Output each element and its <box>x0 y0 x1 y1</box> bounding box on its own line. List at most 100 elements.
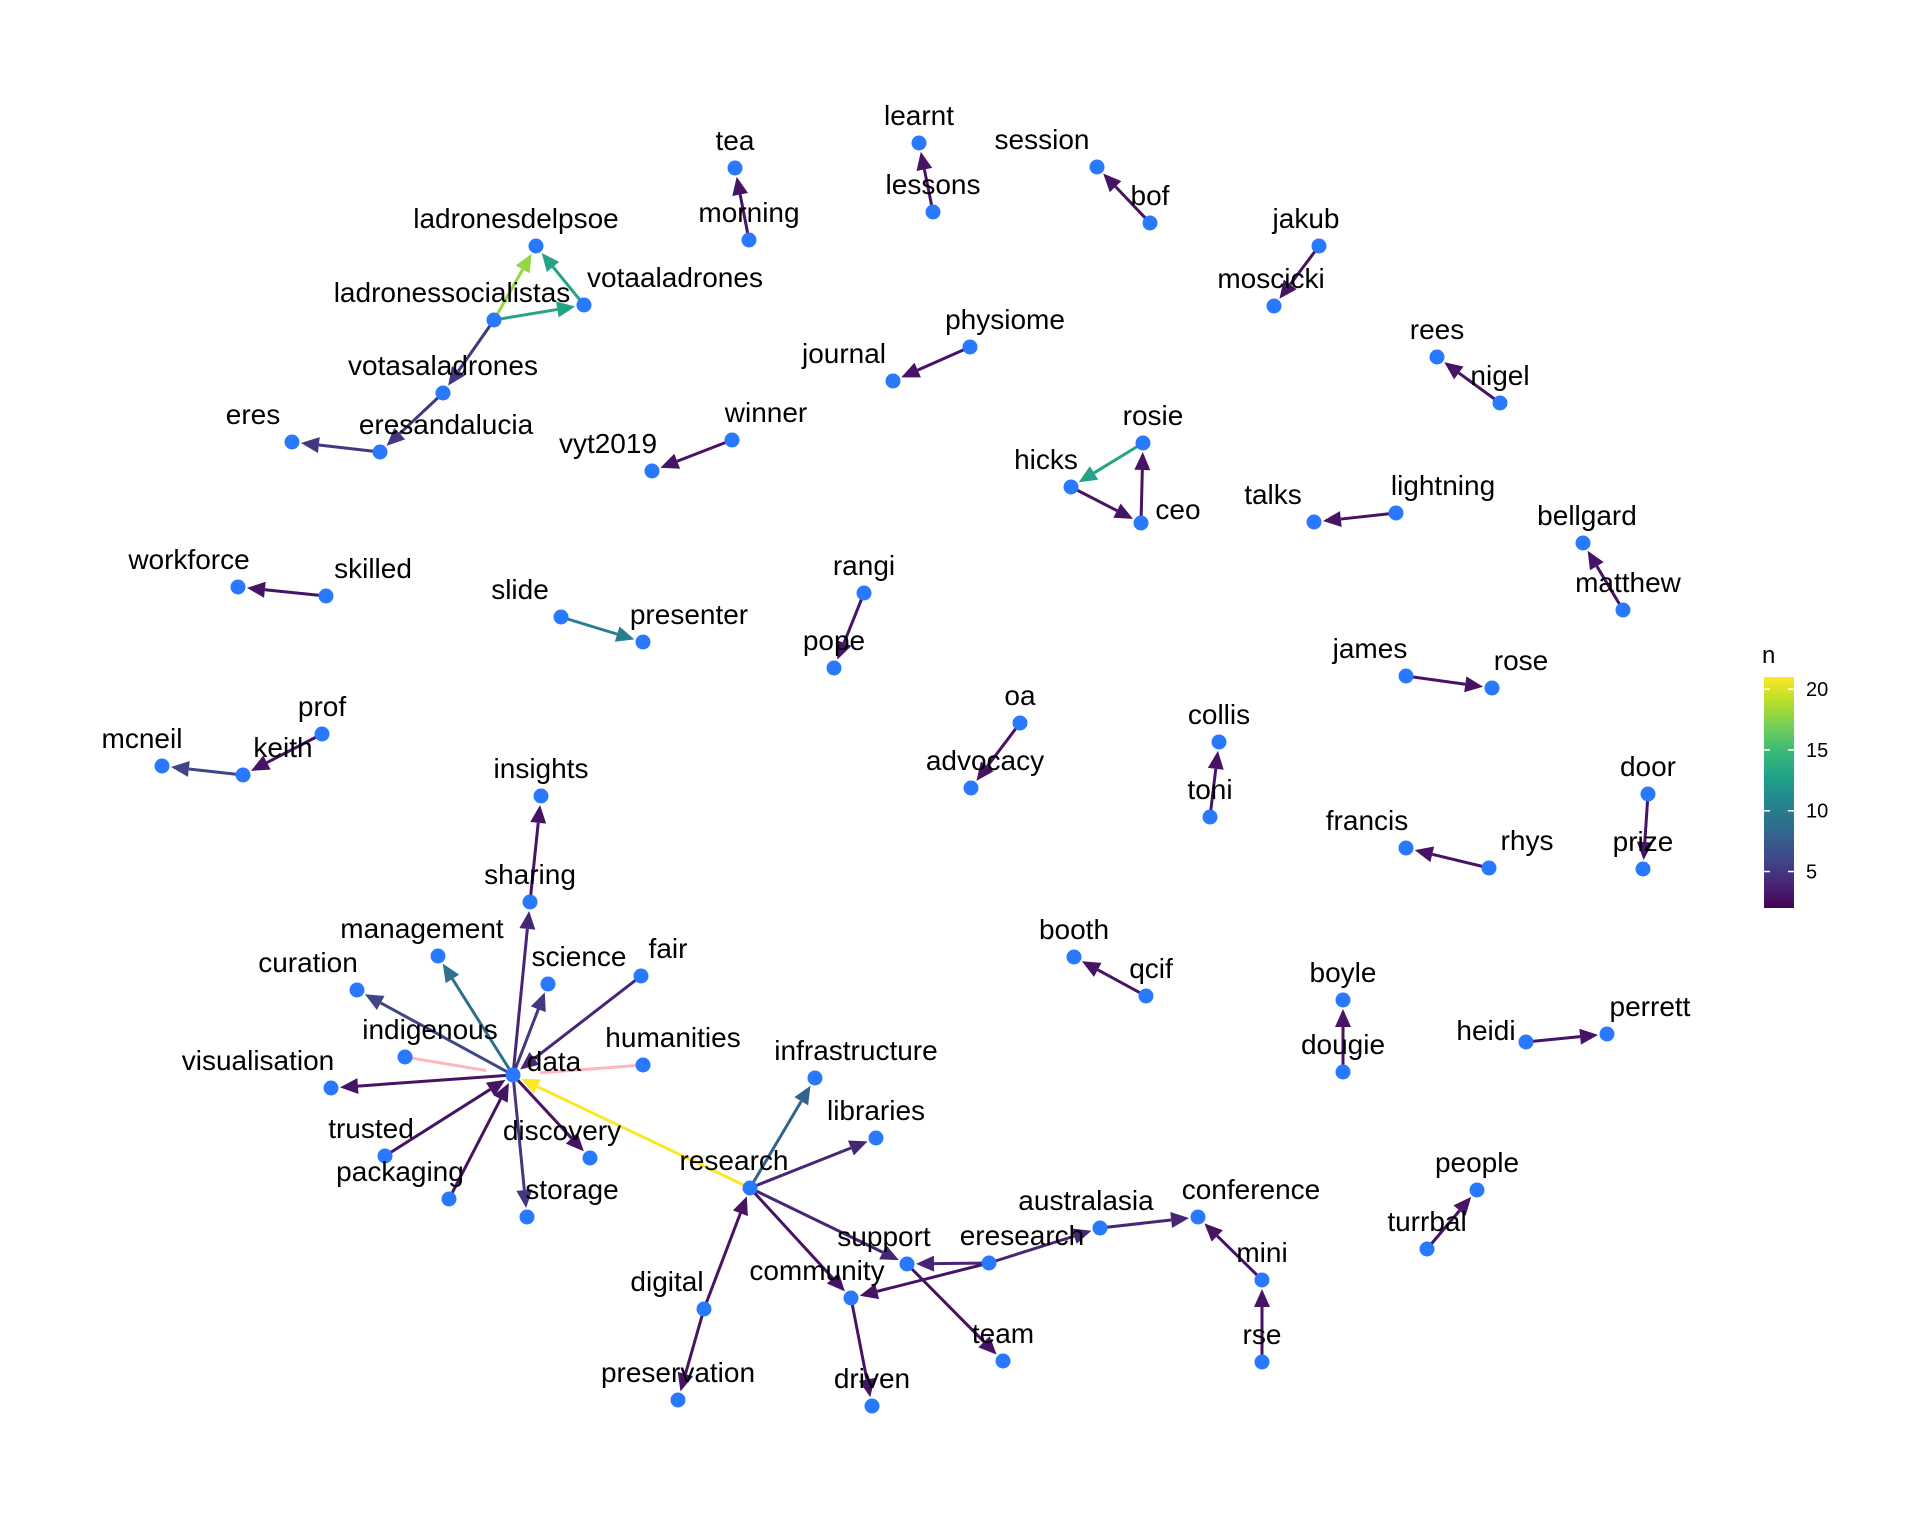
edge-eresandalucia-eres <box>300 437 381 454</box>
edge-arrowhead <box>519 910 536 930</box>
legend-colorbar <box>1764 677 1794 908</box>
edge-ladronessocialistas-ladronesdelpsoe <box>492 253 532 321</box>
edge-arrowhead <box>246 581 266 598</box>
node-label-votasaladrones: votasaladrones <box>348 350 538 381</box>
edge-line <box>536 1085 751 1190</box>
node-label-conference: conference <box>1182 1174 1321 1205</box>
edge-line <box>404 1055 487 1073</box>
node-winner <box>724 432 740 448</box>
node-label-winner: winner <box>724 397 807 428</box>
edge-line <box>849 1297 869 1380</box>
node-turrbal <box>1419 1241 1435 1257</box>
node-label-oa: oa <box>1004 680 1036 711</box>
node-label-door: door <box>1620 751 1676 782</box>
node-label-science: science <box>532 941 627 972</box>
edge-line <box>738 194 751 241</box>
edge-arrowhead <box>250 755 271 771</box>
edge-line <box>1097 968 1147 998</box>
edge-arrowhead <box>1579 1028 1599 1045</box>
edge-arrowhead <box>1636 841 1653 861</box>
node-label-journal: journal <box>801 338 886 369</box>
edge-jakub-moscicki <box>1279 245 1321 299</box>
node-label-prize: prize <box>1613 826 1674 857</box>
edge-arrowhead <box>1464 676 1484 693</box>
edge-trusted-data <box>384 1079 506 1158</box>
node-layer <box>154 135 1656 1414</box>
node-label-rees: rees <box>1410 314 1464 345</box>
edge-arrowhead <box>448 366 466 386</box>
edge-arrowhead <box>826 1272 845 1292</box>
node-trusted <box>377 1148 393 1164</box>
edge-line <box>702 1212 742 1310</box>
node-label-visualisation: visualisation <box>182 1045 335 1076</box>
node-physiome <box>962 339 978 355</box>
node-label-eresearch: eresearch <box>960 1220 1085 1251</box>
edge-line <box>1405 674 1466 686</box>
edge-rosie-hicks <box>1078 441 1144 483</box>
edge-arrowhead <box>493 1082 509 1103</box>
node-label-mcneil: mcneil <box>102 723 183 754</box>
node-label-perrett: perrett <box>1610 991 1691 1022</box>
edge-research-support <box>749 1186 899 1261</box>
node-label-lightning: lightning <box>1391 470 1495 501</box>
edge-arrowhead <box>1113 503 1133 519</box>
node-label-presenter: presenter <box>630 599 748 630</box>
edge-line <box>511 1008 540 1076</box>
edge-arrowhead <box>386 427 406 446</box>
edge-arrowhead <box>1078 466 1099 483</box>
edge-toni-collis <box>1207 750 1224 818</box>
edge-data-science <box>511 992 546 1076</box>
edge-rhys-francis <box>1414 846 1490 870</box>
node-label-people: people <box>1435 1147 1519 1178</box>
node-label-rse: rse <box>1243 1319 1282 1350</box>
legend-tick-label: 5 <box>1806 862 1817 884</box>
edge-line <box>493 307 558 322</box>
node-label-nigel: nigel <box>1470 360 1529 391</box>
node-label-francis: francis <box>1326 805 1408 836</box>
node-label-toni: toni <box>1187 774 1232 805</box>
edge-data-discovery <box>511 1073 584 1152</box>
node-booth <box>1066 949 1082 965</box>
edge-mini-conference <box>1204 1223 1264 1282</box>
edge-arrowhead <box>520 1052 540 1070</box>
edge-arrowhead <box>660 453 681 469</box>
edge-arrowhead <box>541 252 560 272</box>
node-slide <box>553 609 569 625</box>
edge-research-infrastructure <box>748 1085 811 1189</box>
node-label-physiome: physiome <box>945 304 1065 335</box>
node-jakub <box>1311 238 1327 254</box>
node-label-packaging: packaging <box>336 1156 464 1187</box>
node-heidi <box>1518 1034 1534 1050</box>
node-moscicki <box>1266 298 1282 314</box>
edge-heidi-perrett <box>1525 1028 1599 1045</box>
edge-arrowhead <box>1170 1212 1190 1228</box>
node-rhys <box>1481 860 1497 876</box>
node-label-eresandalucia: eresandalucia <box>359 409 534 440</box>
node-mini <box>1254 1272 1270 1288</box>
edge-line <box>905 1262 986 1343</box>
edge-support-team <box>905 1262 997 1355</box>
edge-line <box>511 1074 526 1191</box>
node-rosie <box>1135 435 1151 451</box>
edge-arrowhead <box>794 1085 811 1106</box>
node-label-pope: pope <box>803 625 865 656</box>
node-label-data: data <box>527 1046 582 1077</box>
edge-arrowhead <box>1322 511 1342 528</box>
node-label-workforce: workforce <box>127 544 249 575</box>
edge-arrowhead <box>565 1132 584 1152</box>
edge-line <box>876 1261 990 1293</box>
edge-arrowhead <box>879 1245 899 1261</box>
node-label-advocacy: advocacy <box>926 745 1044 776</box>
node-matthew <box>1615 602 1631 618</box>
node-label-session: session <box>995 124 1090 155</box>
node-learnt <box>911 135 927 151</box>
edge-arrowhead <box>847 1140 868 1156</box>
legend-tick-label: 10 <box>1806 801 1828 823</box>
legend-tick-label: 20 <box>1806 679 1828 701</box>
edge-rse-mini <box>1254 1289 1270 1362</box>
edge-sharing-insights <box>528 804 547 903</box>
node-label-rosie: rosie <box>1123 400 1184 431</box>
node-driven <box>864 1398 880 1414</box>
edge-line <box>379 1001 514 1077</box>
